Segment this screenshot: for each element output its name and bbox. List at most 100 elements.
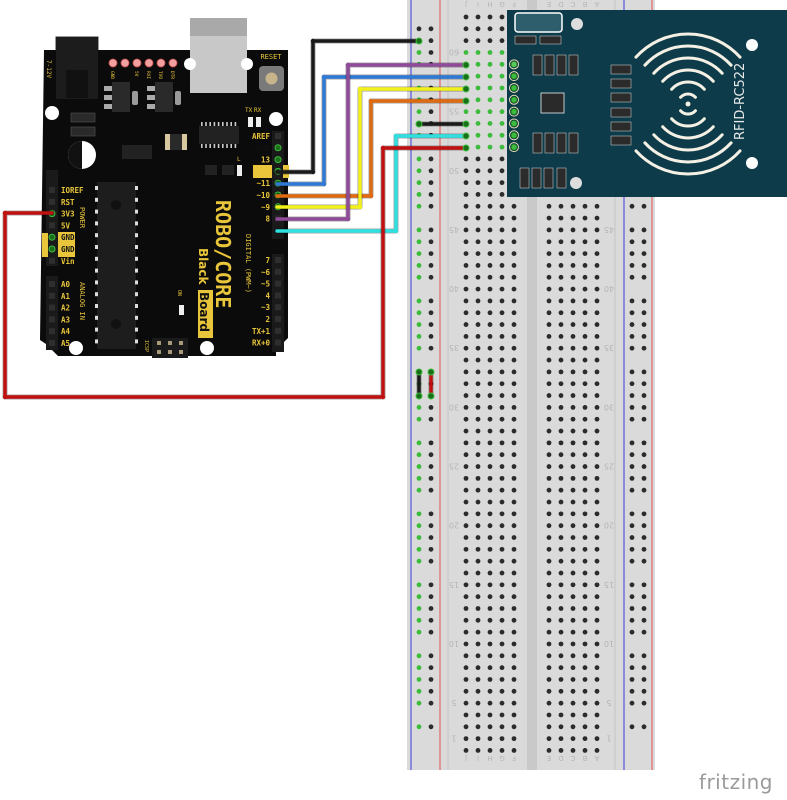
breadboard-hole[interactable]: [487, 61, 493, 67]
rail-hole[interactable]: [416, 629, 422, 635]
breadboard-hole[interactable]: [475, 227, 481, 233]
rail-hole[interactable]: [641, 700, 647, 706]
rail-hole[interactable]: [416, 203, 422, 209]
breadboard-hole[interactable]: [463, 665, 469, 671]
breadboard-hole[interactable]: [570, 227, 576, 233]
breadboard-hole[interactable]: [546, 203, 552, 209]
breadboard-hole[interactable]: [487, 310, 493, 316]
breadboard-hole[interactable]: [582, 393, 588, 398]
breadboard-hole[interactable]: [487, 404, 493, 410]
rail-hole[interactable]: [629, 416, 635, 422]
rail-hole[interactable]: [428, 617, 434, 623]
breadboard-hole[interactable]: [463, 404, 469, 410]
wire-endpoint[interactable]: [462, 132, 470, 140]
breadboard-hole[interactable]: [463, 558, 469, 564]
breadboard-hole[interactable]: [594, 570, 600, 576]
breadboard-hole[interactable]: [475, 168, 481, 174]
header-socket[interactable]: [275, 133, 281, 139]
breadboard-hole[interactable]: [487, 132, 493, 138]
breadboard-hole[interactable]: [499, 712, 505, 718]
breadboard-hole[interactable]: [463, 452, 469, 458]
breadboard-hole[interactable]: [463, 546, 469, 552]
gnd-wire[interactable]: [275, 39, 421, 174]
breadboard-hole[interactable]: [499, 688, 505, 694]
wire-endpoint[interactable]: [462, 144, 470, 152]
breadboard-hole[interactable]: [499, 286, 505, 292]
breadboard-hole[interactable]: [511, 546, 517, 552]
breadboard-hole[interactable]: [582, 582, 588, 588]
wire-bend-point[interactable]: [393, 228, 399, 234]
d10-wire[interactable]: [275, 63, 468, 221]
breadboard-hole[interactable]: [558, 274, 564, 280]
breadboard-hole[interactable]: [487, 641, 493, 647]
rail-hole[interactable]: [641, 310, 647, 316]
breadboard-hole[interactable]: [582, 381, 588, 387]
breadboard-hole[interactable]: [499, 251, 505, 256]
header-socket[interactable]: [49, 340, 55, 346]
breadboard-hole[interactable]: [594, 251, 600, 256]
pin-connected[interactable]: [274, 156, 282, 164]
rail-hole[interactable]: [629, 274, 635, 280]
breadboard-hole[interactable]: [558, 239, 564, 245]
breadboard-hole[interactable]: [499, 428, 505, 434]
rail-hole[interactable]: [629, 464, 635, 469]
breadboard-hole[interactable]: [511, 428, 517, 434]
rail-hole[interactable]: [416, 50, 422, 55]
breadboard-hole[interactable]: [558, 724, 564, 730]
breadboard-hole[interactable]: [475, 688, 481, 694]
breadboard-hole[interactable]: [594, 334, 600, 339]
wire-bend-point[interactable]: [345, 216, 351, 222]
breadboard-hole[interactable]: [499, 357, 505, 363]
breadboard-hole[interactable]: [594, 381, 600, 387]
breadboard-hole[interactable]: [570, 700, 576, 706]
breadboard-hole[interactable]: [499, 736, 505, 742]
breadboard-hole[interactable]: [570, 736, 576, 742]
breadboard-hole[interactable]: [546, 665, 552, 671]
breadboard-hole[interactable]: [594, 724, 600, 730]
rail-hole[interactable]: [428, 345, 434, 351]
breadboard-hole[interactable]: [487, 192, 493, 197]
breadboard-hole[interactable]: [487, 617, 493, 623]
breadboard-hole[interactable]: [570, 369, 576, 375]
rail-hole[interactable]: [641, 452, 647, 458]
rail-hole[interactable]: [428, 511, 434, 517]
breadboard-hole[interactable]: [546, 381, 552, 387]
breadboard-hole[interactable]: [582, 239, 588, 245]
breadboard-hole[interactable]: [594, 310, 600, 316]
breadboard-hole[interactable]: [511, 594, 517, 600]
breadboard-hole[interactable]: [487, 499, 493, 505]
rail-hole[interactable]: [416, 26, 422, 32]
breadboard-hole[interactable]: [558, 464, 564, 469]
breadboard-hole[interactable]: [499, 570, 505, 576]
breadboard-hole[interactable]: [463, 298, 469, 304]
breadboard-hole[interactable]: [558, 748, 564, 753]
jumper-endpoint[interactable]: [462, 120, 470, 128]
rail-hole[interactable]: [428, 724, 434, 730]
rail-hole[interactable]: [428, 298, 434, 304]
breadboard-hole[interactable]: [570, 677, 576, 682]
breadboard-hole[interactable]: [558, 487, 564, 493]
breadboard-hole[interactable]: [546, 369, 552, 375]
breadboard-hole[interactable]: [594, 523, 600, 529]
breadboard-hole[interactable]: [511, 215, 517, 221]
breadboard-hole[interactable]: [582, 203, 588, 209]
breadboard-hole[interactable]: [463, 109, 469, 115]
rail-hole[interactable]: [428, 464, 434, 469]
breadboard-hole[interactable]: [487, 748, 493, 753]
breadboard-hole[interactable]: [463, 393, 469, 398]
breadboard-hole[interactable]: [511, 641, 517, 647]
breadboard-hole[interactable]: [499, 322, 505, 327]
rail-hole[interactable]: [629, 535, 635, 540]
breadboard-hole[interactable]: [546, 712, 552, 718]
breadboard-hole[interactable]: [475, 523, 481, 529]
breadboard-hole[interactable]: [511, 381, 517, 387]
rail-hole[interactable]: [629, 724, 635, 730]
breadboard-hole[interactable]: [570, 665, 576, 671]
breadboard-hole[interactable]: [546, 227, 552, 233]
breadboard-hole[interactable]: [463, 38, 469, 44]
rfid-pin[interactable]: [510, 84, 518, 92]
rail-hole[interactable]: [629, 452, 635, 458]
wire-bend-point[interactable]: [357, 204, 363, 210]
breadboard-hole[interactable]: [463, 416, 469, 422]
breadboard-hole[interactable]: [546, 263, 552, 268]
